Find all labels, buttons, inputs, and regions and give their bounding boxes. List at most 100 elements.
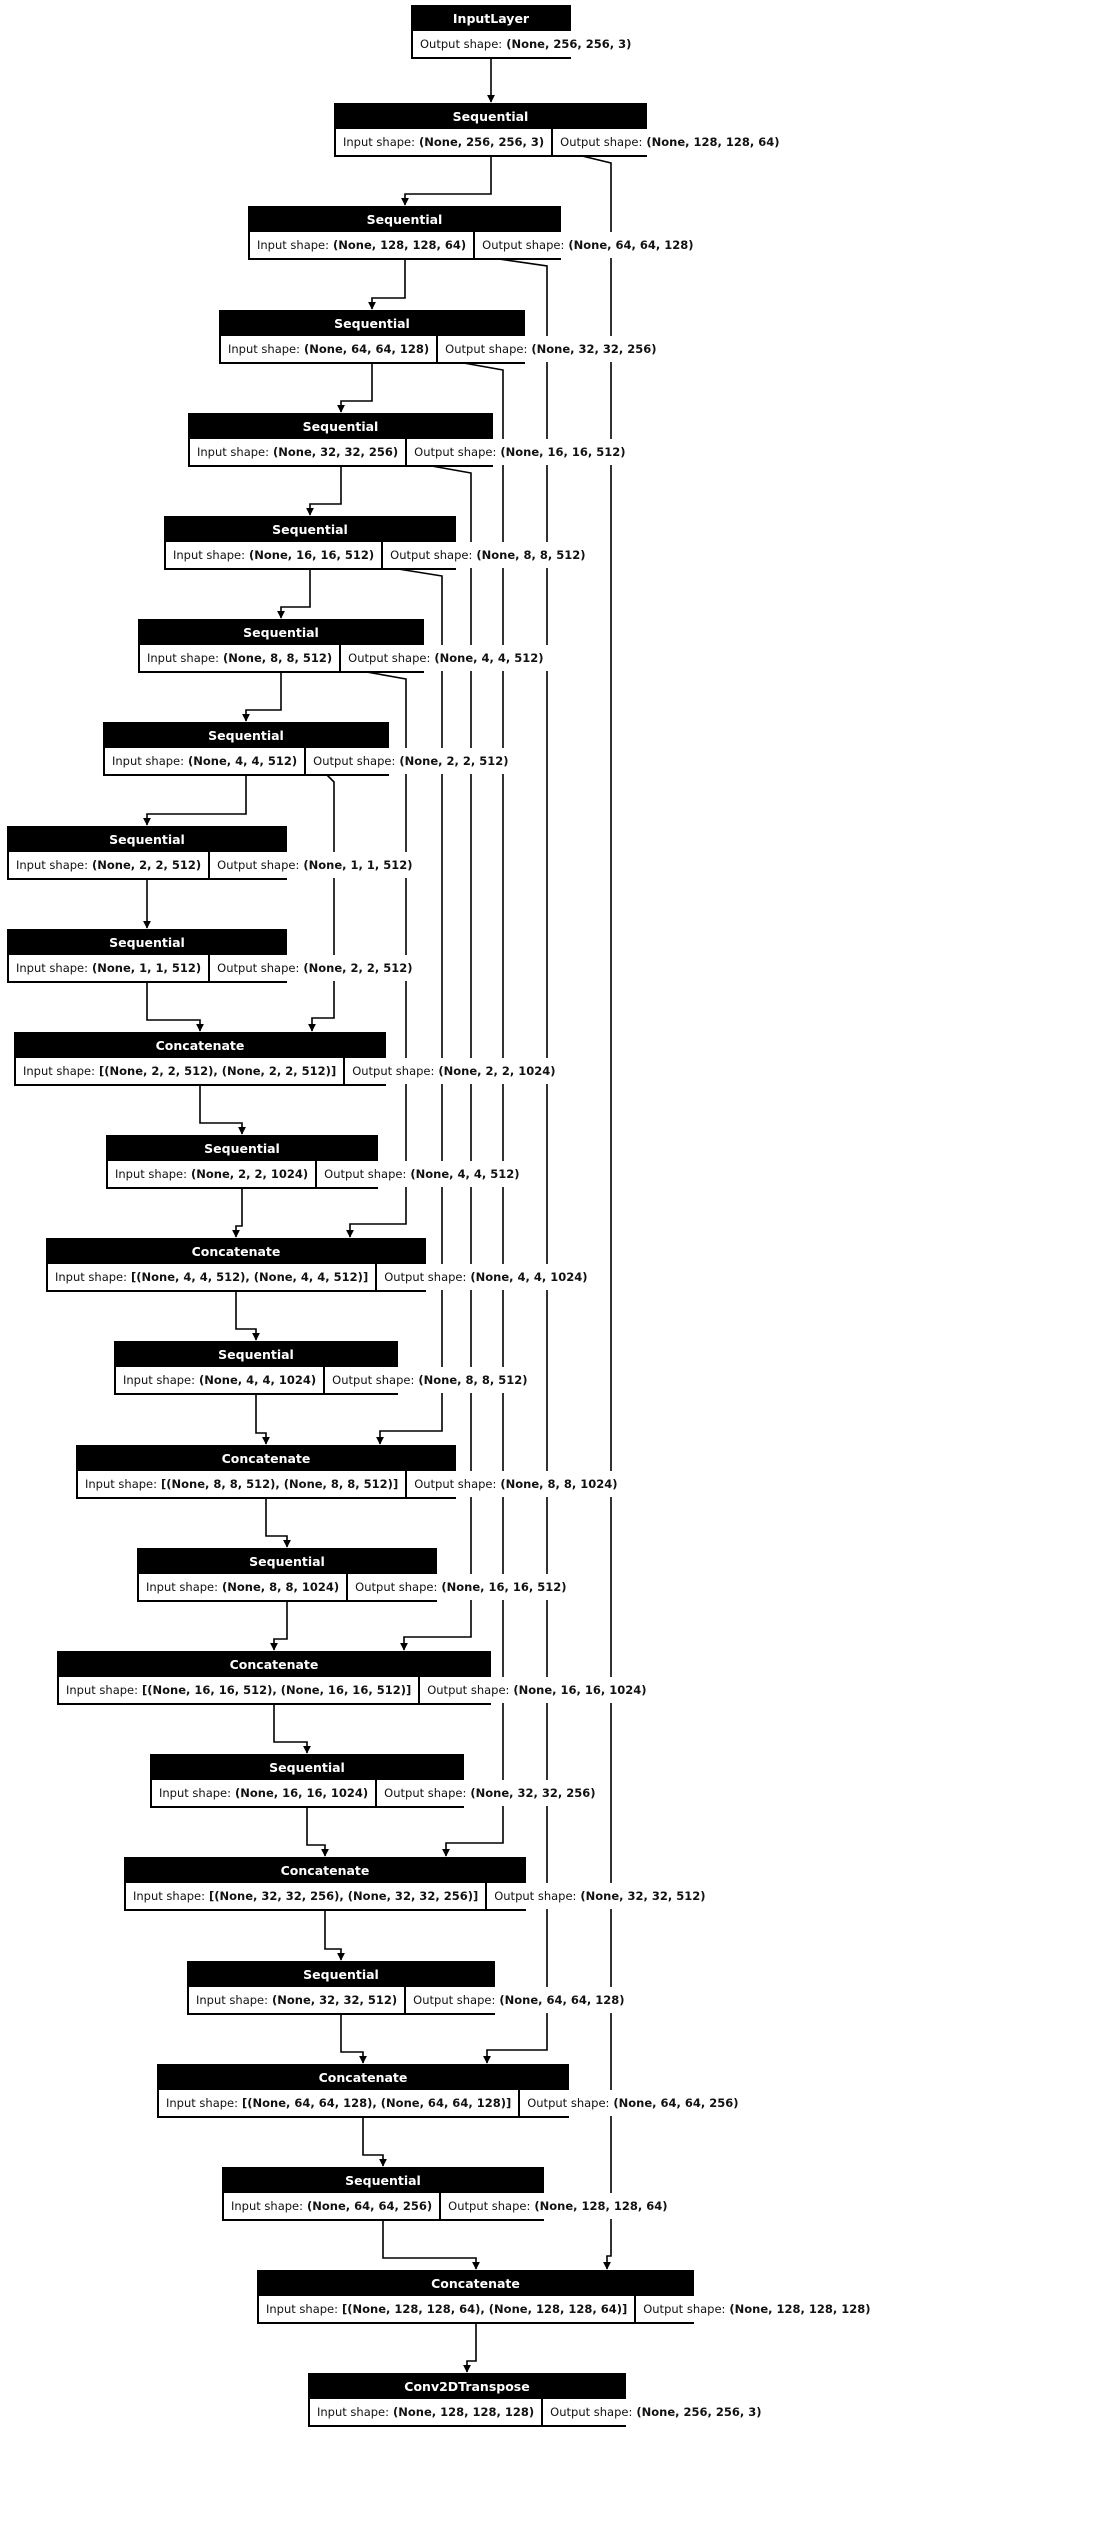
- input-shape-label: Input shape:: [231, 2199, 304, 2213]
- output-shape-value: (None, 64, 64, 256): [613, 2096, 739, 2110]
- output-shape-label: Output shape:: [384, 1270, 467, 1284]
- node-output-shape: Output shape:(None, 32, 32, 256): [377, 1780, 603, 1806]
- node-shape-row: Input shape:(None, 8, 8, 1024)Output sha…: [139, 1574, 574, 1600]
- node-output-shape: Output shape:(None, 64, 64, 128): [406, 1987, 632, 2013]
- node-layer-type: InputLayer: [413, 7, 569, 31]
- node-shape-row: Input shape:(None, 256, 256, 3) Output sh…: [336, 129, 787, 155]
- input-shape-label: Input shape:: [147, 651, 220, 665]
- output-shape-label: Output shape:: [332, 1373, 415, 1387]
- node-input-shape: Input shape:(None, 16, 16, 1024): [152, 1780, 378, 1806]
- node-output-shape: Output shape:(None, 8, 8, 1024): [407, 1471, 625, 1497]
- node-shape-row: Input shape:(None, 16, 16, 1024)Output s…: [152, 1780, 603, 1806]
- output-shape-label: Output shape:: [494, 1889, 577, 1903]
- node-shape-row: Input shape:[(None, 128, 128, 64), (None…: [259, 2296, 878, 2322]
- output-shape-value: (None, 16, 16, 512): [441, 1580, 567, 1594]
- node-layer-type: Sequential: [139, 1550, 435, 1574]
- graph-edge: [337, 362, 373, 413]
- node-layer-type: Sequential: [190, 415, 491, 439]
- graph-edge: [362, 2116, 387, 2167]
- node-output-shape: Output shape:(None, 2, 2, 1024): [345, 1058, 563, 1084]
- graph-edge: [382, 2219, 480, 2270]
- node-layer-type: Sequential: [140, 621, 422, 645]
- output-shape-value: (None, 32, 32, 256): [470, 1786, 596, 1800]
- node-input-shape: Input shape:[(None, 2, 2, 512), (None, 2…: [16, 1058, 346, 1084]
- graph-edge: [232, 1187, 243, 1238]
- node-output-shape: Output shape:(None, 64, 64, 128): [475, 232, 701, 258]
- output-shape-label: Output shape:: [482, 238, 565, 252]
- graph-edge: [463, 2322, 477, 2373]
- input-shape-value: (None, 128, 128, 128): [393, 2405, 535, 2419]
- node-output-shape: Output shape:(None, 256, 256, 3): [543, 2399, 769, 2425]
- node-input-shape: Input shape:(None, 4, 4, 1024): [116, 1367, 326, 1393]
- node-output-shape: Output shape:(None, 4, 4, 512): [317, 1161, 527, 1187]
- graph-edge: [401, 155, 492, 206]
- node-input-shape: Input shape:(None, 8, 8, 512): [140, 645, 342, 671]
- node-shape-row: Input shape:(None, 64, 64, 256)Output sh…: [224, 2193, 675, 2219]
- node-input-shape: Input shape:(None, 32, 32, 256): [190, 439, 408, 465]
- input-shape-value: (None, 32, 32, 512): [272, 1993, 398, 2007]
- graph-edge: [340, 2013, 367, 2064]
- node-output-shape: Output shape:(None, 8, 8, 512): [325, 1367, 535, 1393]
- input-shape-value: (None, 4, 4, 512): [188, 754, 298, 768]
- input-shape-value: (None, 4, 4, 1024): [199, 1373, 317, 1387]
- graph-edge: [306, 1806, 329, 1857]
- node-layer-type: Sequential: [250, 208, 559, 232]
- input-shape-value: (None, 256, 256, 3): [419, 135, 545, 149]
- node-layer-type: Sequential: [9, 931, 285, 955]
- output-shape-label: Output shape:: [413, 1993, 496, 2007]
- node-layer-type: Concatenate: [59, 1653, 489, 1677]
- node-shape-row: Input shape:(None, 16, 16, 512)Output sh…: [166, 542, 593, 568]
- node-shape-row: Input shape:(None, 32, 32, 512)Output sh…: [189, 1987, 632, 2013]
- input-shape-value: [(None, 2, 2, 512), (None, 2, 2, 512)]: [99, 1064, 337, 1078]
- output-shape-value: (None, 8, 8, 1024): [500, 1477, 618, 1491]
- output-shape-label: Output shape:: [560, 135, 643, 149]
- output-shape-value: (None, 2, 2, 512): [303, 961, 413, 975]
- node-shape-row: Input shape:[(None, 8, 8, 512), (None, 8…: [78, 1471, 625, 1497]
- output-shape-label: Output shape:: [384, 1786, 467, 1800]
- node-output-shape: Output shape:(None, 32, 32, 512): [487, 1883, 713, 1909]
- output-shape-label: Output shape:: [217, 961, 300, 975]
- graph-edge: [306, 465, 342, 516]
- node-input-shape: Input shape:(None, 2, 2, 512): [9, 852, 211, 878]
- input-shape-label: Input shape:: [23, 1064, 96, 1078]
- node-input-shape: Input shape:(None, 1, 1, 512): [9, 955, 211, 981]
- output-shape-label: Output shape:: [355, 1580, 438, 1594]
- graph-edge: [146, 981, 204, 1032]
- node-input-shape: Input shape:(None, 16, 16, 512): [166, 542, 384, 568]
- node-output-shape: Output shape:(None, 32, 32, 256): [438, 336, 664, 362]
- node-input-shape: Input shape:[(None, 64, 64, 128), (None,…: [159, 2090, 521, 2116]
- node-shape-row: Input shape:(None, 128, 128, 128)Output …: [310, 2399, 769, 2425]
- node-shape-row: Input shape:(None, 1, 1, 512) Output shap…: [9, 955, 420, 981]
- node-shape-row: Input shape:(None, 2, 2, 1024)Output sha…: [108, 1161, 527, 1187]
- input-shape-value: (None, 16, 16, 512): [249, 548, 375, 562]
- output-shape-label: Output shape:: [414, 1477, 497, 1491]
- input-shape-label: Input shape:: [343, 135, 416, 149]
- graph-edge: [273, 1703, 311, 1754]
- node-output-shape: Output shape:(None, 2, 2, 512): [306, 748, 516, 774]
- node-output-shape: Output shape:(None, 16, 16, 1024): [420, 1677, 654, 1703]
